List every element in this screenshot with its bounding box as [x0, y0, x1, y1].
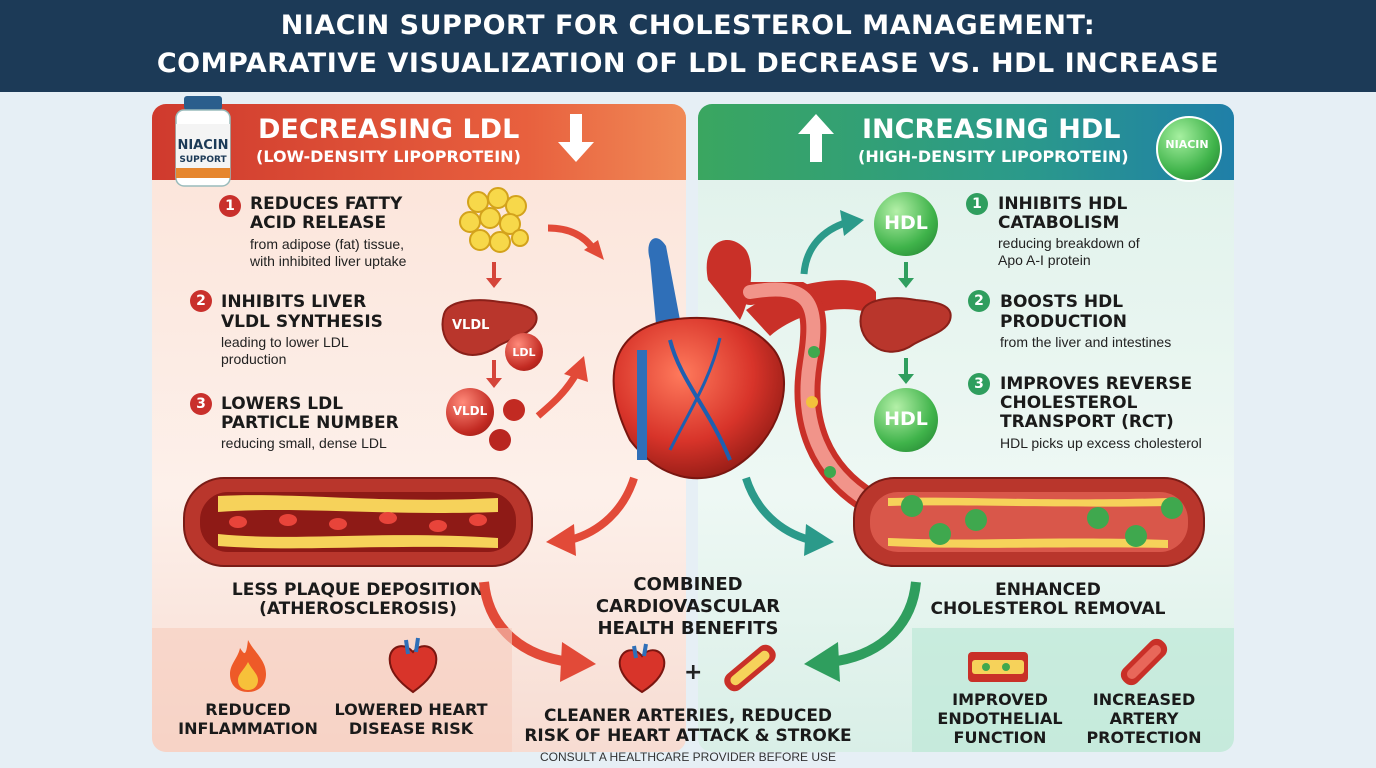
ldl-step-2-desc-1: leading to lower LDL [221, 334, 349, 350]
artery-protection-icon [1116, 636, 1172, 693]
benefit-heart-risk-line-2: DISEASE RISK [348, 719, 474, 738]
ldl-artery-caption-2: (ATHEROSCLEROSIS) [259, 599, 457, 619]
hdl-particle-bottom-icon [874, 388, 938, 452]
ldl-artery-caption-1: LESS PLAQUE DEPOSITION [231, 580, 485, 600]
ldl-step-1-desc-2: with inhibited liver uptake [250, 253, 407, 269]
combined-line-3: HEALTH BENEFITS [597, 618, 779, 639]
ldl-benefits-box [152, 628, 512, 752]
benefit-endothelial-line-3: FUNCTION [953, 728, 1047, 747]
hdl-particle-top-icon [874, 192, 938, 256]
hdl-liver-icon [856, 292, 956, 363]
ldl-subheading: (LOW-DENSITY LIPOPROTEIN) [256, 147, 521, 166]
hdl-step-2-title-2: PRODUCTION [1000, 312, 1127, 332]
combined-line-2: CARDIOVASCULAR [595, 596, 781, 617]
niacin-bottle-icon [172, 94, 234, 190]
ldl-step-2-title-2: VLDL SYNTHESIS [221, 312, 383, 332]
ldl-particle-label: LDL [512, 346, 536, 359]
endothelial-icon [966, 650, 1030, 689]
bottle-label-1: NIACIN [177, 138, 229, 153]
hdl-step-3-number: 3 [968, 373, 990, 395]
hdl-curved-arrow-icon [796, 208, 866, 283]
ldl-step-3-title-1: LOWERS LDL [221, 394, 344, 414]
ldl-step-3-title-2: PARTICLE NUMBER [221, 413, 399, 433]
hdl-step-1-number: 1 [966, 193, 988, 215]
hdl-step-3-title-2: CHOLESTEROL [1000, 393, 1138, 413]
hdl-heading: INCREASING HDL [862, 114, 1121, 145]
benefit-heart-risk-line-1: LOWERED HEART [334, 700, 488, 719]
title-bar: NIACIN SUPPORT FOR CHOLESTEROL MANAGEMEN… [0, 0, 1376, 92]
arrow-down-icon [556, 112, 596, 169]
bottle-label-2: SUPPORT [179, 155, 227, 165]
hdl-artery-illustration [848, 472, 1210, 577]
hdl-artery-caption-1: ENHANCED [995, 580, 1101, 600]
heart-to-artery-left-arrow [540, 470, 640, 565]
title-line-2: COMPARATIVE VISUALIZATION OF LDL DECREAS… [156, 48, 1220, 79]
hdl-down-arrow-1-icon [898, 262, 914, 293]
particles-to-heart-arrow [532, 352, 596, 427]
heart-to-artery-right-arrow [740, 470, 840, 565]
fat-to-heart-arrow [544, 222, 608, 271]
down-arrow-small-icon [486, 262, 502, 293]
niacin-badge-icon [1156, 116, 1222, 182]
hdl-vessel-tube [737, 276, 883, 527]
small-ldl-particles-icon [486, 396, 532, 461]
hdl-step-1-desc-2: Apo A-I protein [998, 252, 1091, 268]
ldl-step-1-desc-1: from adipose (fat) tissue, [250, 236, 405, 252]
hdl-step-1-title-2: CATABOLISM [998, 213, 1120, 233]
fat-cells-icon [456, 186, 536, 263]
ldl-panel-header [152, 104, 686, 180]
arrow-up-icon [796, 112, 836, 169]
heart-risk-icon [386, 636, 440, 701]
ldl-artery-illustration [178, 472, 538, 577]
vldl-particle-icon [446, 388, 494, 436]
hdl-step-3-desc-1: HDL picks up excess cholesterol [1000, 435, 1202, 451]
benefit-inflammation-line-2: INFLAMMATION [178, 719, 318, 738]
ldl-step-3-desc-1: reducing small, dense LDL [221, 435, 387, 451]
hdl-panel-header [698, 104, 1234, 180]
flame-icon [226, 638, 270, 699]
hdl-step-3-title-3: TRANSPORT (RCT) [1000, 412, 1174, 432]
hdl-particle-top-label: HDL [884, 212, 928, 234]
benefit-inflammation-line-1: REDUCED [205, 700, 291, 719]
ldl-step-1-title-1: REDUCES FATTY [250, 194, 403, 214]
hdl-down-arrow-2-icon [898, 358, 914, 389]
liver-vldl-label: VLDL [452, 318, 490, 333]
benefit-protection-line-3: PROTECTION [1086, 728, 1202, 747]
hdl-step-2-desc-1: from the liver and intestines [1000, 334, 1172, 350]
ldl-step-3-number: 3 [190, 393, 212, 415]
result-line-1: CLEANER ARTERIES, REDUCED [543, 706, 833, 726]
hdl-step-2-title-1: BOOSTS HDL [1000, 292, 1124, 312]
benefit-protection-line-2: ARTERY [1109, 709, 1179, 728]
benefit-endothelial-line-1: IMPROVED [952, 690, 1048, 709]
hdl-artery-caption-2: CHOLESTEROL REMOVAL [930, 599, 1166, 619]
plus-sign: + [684, 660, 703, 685]
disclaimer: CONSULT A HEALTHCARE PROVIDER BEFORE USE [539, 750, 837, 764]
ldl-step-2-title-1: INHIBITS LIVER [221, 292, 367, 312]
ldl-step-1-number: 1 [219, 195, 241, 217]
ldl-step-2-desc-2: production [221, 351, 287, 367]
ldl-step-2-number: 2 [190, 290, 212, 312]
benefit-protection-line-1: INCREASED [1092, 690, 1196, 709]
hdl-step-2-number: 2 [968, 290, 990, 312]
niacin-badge-label: NIACIN [1165, 138, 1209, 151]
hdl-benefits-box [912, 628, 1234, 752]
benefit-endothelial-line-2: ENDOTHELIAL [937, 709, 1063, 728]
hdl-subheading: (HIGH-DENSITY LIPOPROTEIN) [858, 147, 1129, 166]
ldl-heading: DECREASING LDL [258, 114, 520, 145]
title-line-1: NIACIN SUPPORT FOR CHOLESTEROL MANAGEMEN… [280, 10, 1096, 41]
combined-line-1: COMBINED [633, 574, 743, 595]
right-to-center-arrow [800, 576, 930, 691]
ldl-step-1-title-2: ACID RELEASE [250, 213, 387, 233]
small-artery-icon [718, 640, 782, 701]
vldl-particle-label: VLDL [452, 404, 488, 418]
hdl-step-1-title-1: INHIBITS HDL [998, 194, 1128, 214]
ldl-particle-icon [505, 333, 543, 371]
result-line-2: RISK OF HEART ATTACK & STROKE [524, 726, 852, 746]
hdl-step-1-desc-1: reducing breakdown of [998, 235, 1140, 251]
small-heart-icon [616, 640, 668, 701]
down-arrow-small-2-icon [486, 360, 502, 393]
hdl-particle-bottom-label: HDL [884, 408, 928, 430]
hdl-step-3-title-1: IMPROVES REVERSE [1000, 374, 1193, 394]
